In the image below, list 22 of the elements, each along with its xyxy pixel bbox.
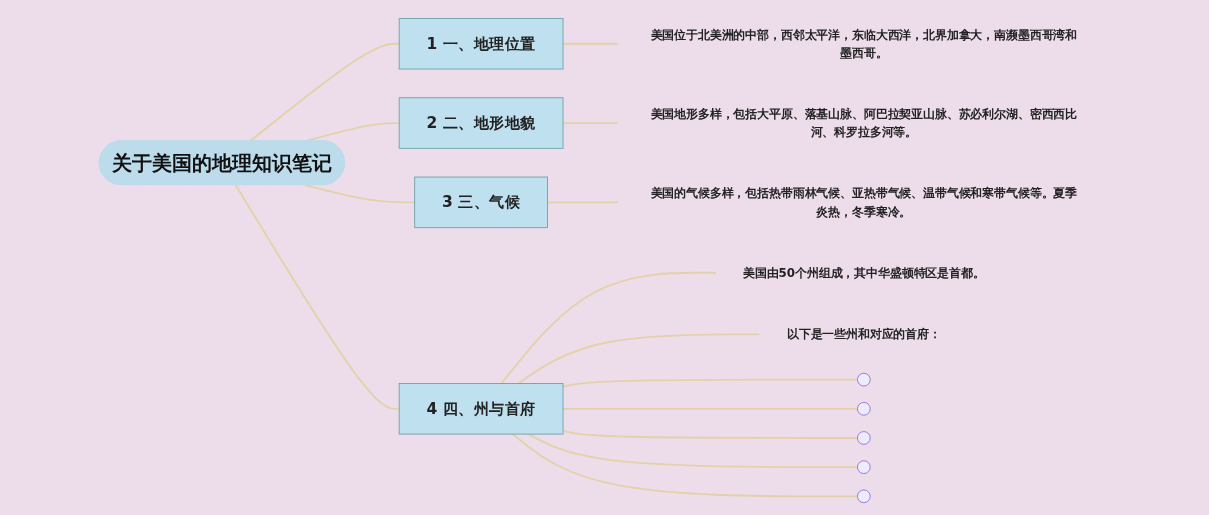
connector bbox=[234, 184, 400, 410]
connector bbox=[562, 378, 859, 388]
node-text: 美国地形多样，包括大平原、落基山脉、阿巴拉契亚山脉、苏必利尔湖、密西西比河、科罗拉多河等。 bbox=[650, 107, 1078, 139]
node-text: 以下是一些州和对应的首府： bbox=[786, 327, 941, 341]
connector bbox=[527, 433, 859, 469]
connector bbox=[562, 407, 859, 410]
node-text: 美国由50个州组成，其中华盛顿特区是首都。 bbox=[742, 265, 985, 280]
connector bbox=[546, 201, 619, 204]
connector bbox=[562, 122, 619, 124]
connector bbox=[562, 42, 619, 45]
node-text: 美国位于北美洲的中部，西邻太平洋，东临大西洋，北界加拿大，南濒墨西哥湾和墨西哥。 bbox=[650, 27, 1078, 60]
node-box bbox=[398, 18, 564, 70]
node-box bbox=[398, 97, 564, 149]
connector bbox=[517, 333, 761, 385]
mind-map: 关于美国的地理知识笔记 1 一、地理位置 美国位于北美洲的中部，西邻太平洋，东临大西洋，北界加拿大，南濒墨西哥湾和墨西哥。 2 二、地形地貌 美国地形多样，包括大平原、落基山脉、阿巴拉契亚山脉、苏必利尔湖、密西西比河、科罗拉多河等。 3 三、气候 美国的气候多样，包括热带雨林气候、亚热带气候、温带气候和寒带气候等。夏季炎热，冬季寒冷。 4 四、州与首府 美国由50个州组成，其中华盛顿特区是首都。 以下是一些州和对应的首府： bbox=[91, 5, 1118, 510]
node-box bbox=[398, 383, 564, 435]
node-box bbox=[414, 176, 548, 229]
connector bbox=[562, 429, 859, 439]
connector bbox=[500, 271, 717, 385]
connector bbox=[511, 433, 859, 498]
connector bbox=[304, 184, 416, 204]
node-text: 美国的气候多样，包括热带雨林气候、亚热带气候、温带气候和寒带气候等。夏季炎热，冬季寒冷。 bbox=[650, 186, 1078, 218]
